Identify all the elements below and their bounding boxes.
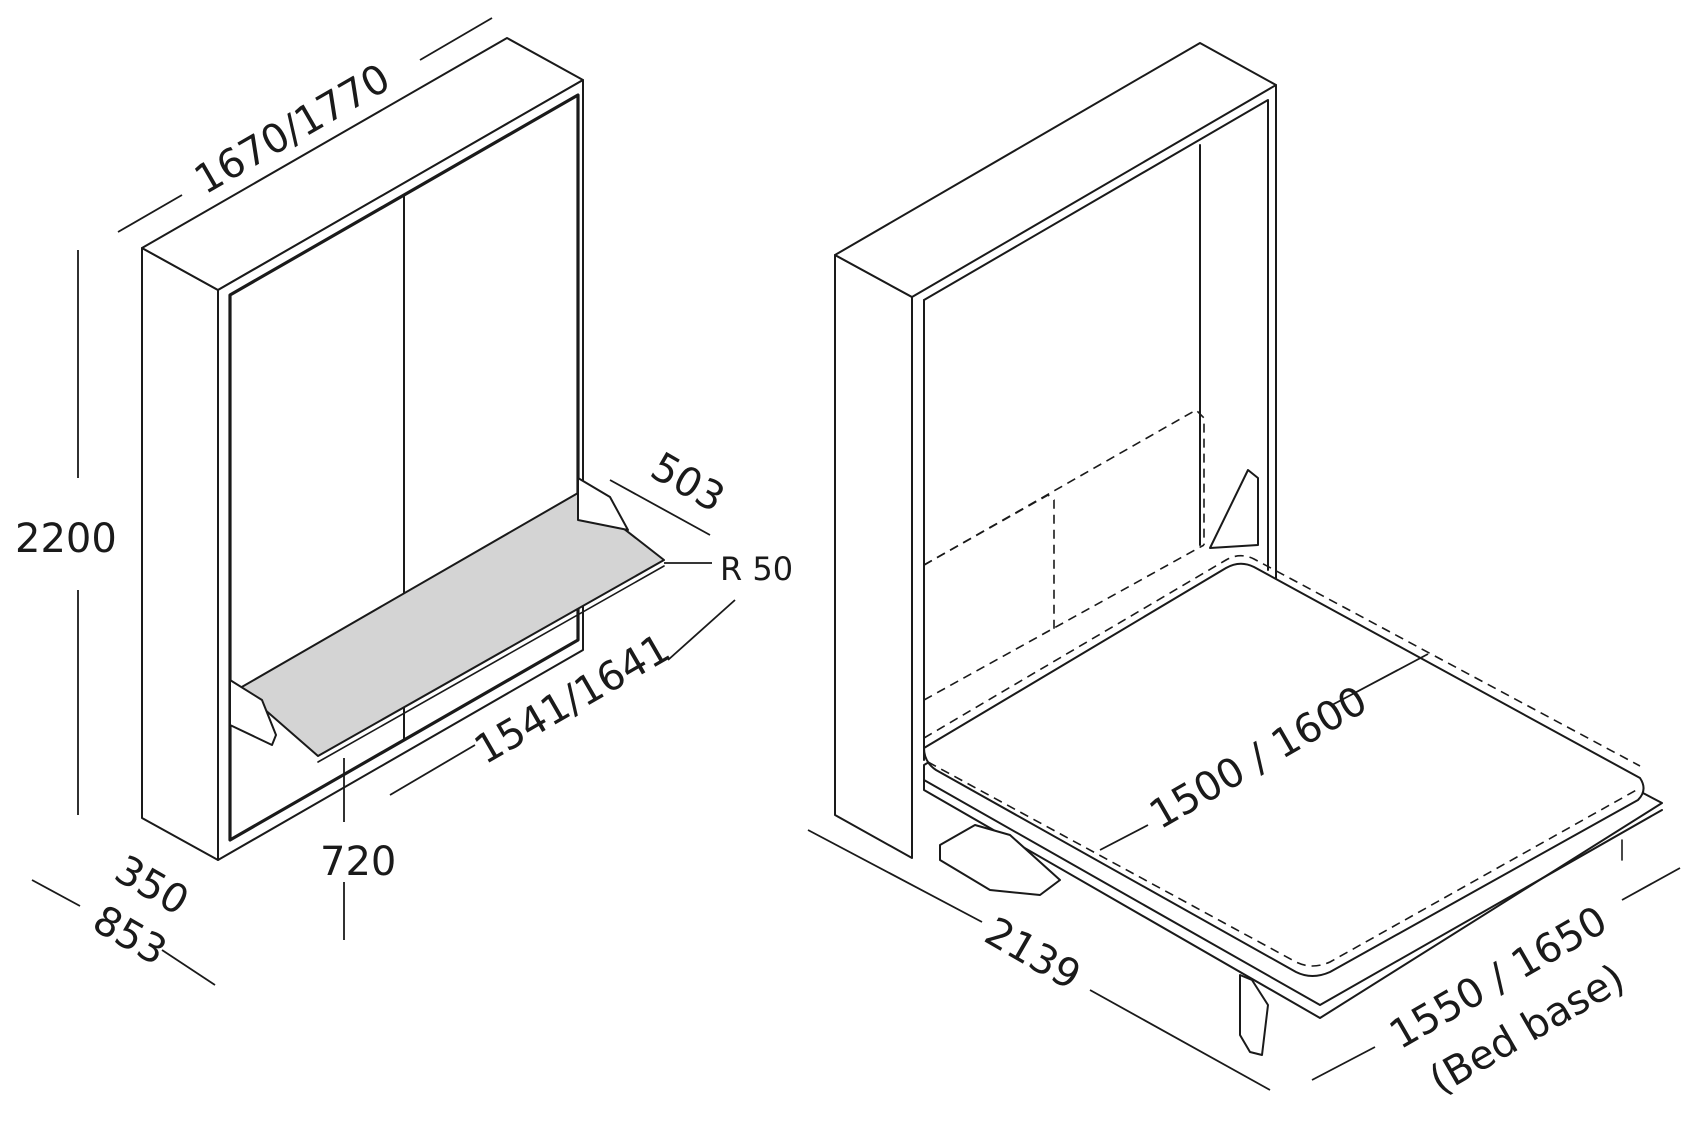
desk-right-bracket	[577, 477, 629, 531]
mattress-seam	[923, 554, 1641, 767]
closed-cabinet-with-desk	[141, 37, 665, 861]
mattress	[923, 562, 1645, 977]
left-dimension-lines	[31, 17, 736, 986]
bed-cabinet-side-panel	[834, 254, 913, 859]
bed-cabinet-frame-inner	[923, 99, 1269, 571]
bed-lift-mechanism	[939, 824, 1061, 896]
height-label: 2200	[15, 516, 117, 562]
rear-fold-leg	[1209, 469, 1259, 549]
bed-base-rail	[923, 779, 1663, 1006]
desk-front-edge	[317, 565, 665, 763]
desk-left-bracket	[229, 679, 277, 746]
bed-front-leg	[1239, 974, 1269, 1056]
open-wall-bed	[834, 42, 1663, 1056]
cabinet-side-panel	[141, 247, 219, 861]
open-length-bed-label: 2139	[977, 909, 1088, 1000]
mattress-seam-front	[927, 761, 1641, 967]
desk-depth-label: 503	[643, 444, 732, 522]
bed-cabinet-top-panel	[834, 42, 1277, 298]
desk-radius-label: R 50	[720, 550, 793, 588]
headboard-cushions	[923, 409, 1205, 701]
right-dimension-lines	[807, 653, 1681, 1091]
fold-down-desk-top	[239, 492, 665, 757]
cabinet-front-door	[228, 93, 580, 842]
desk-height-label: 720	[320, 839, 396, 885]
